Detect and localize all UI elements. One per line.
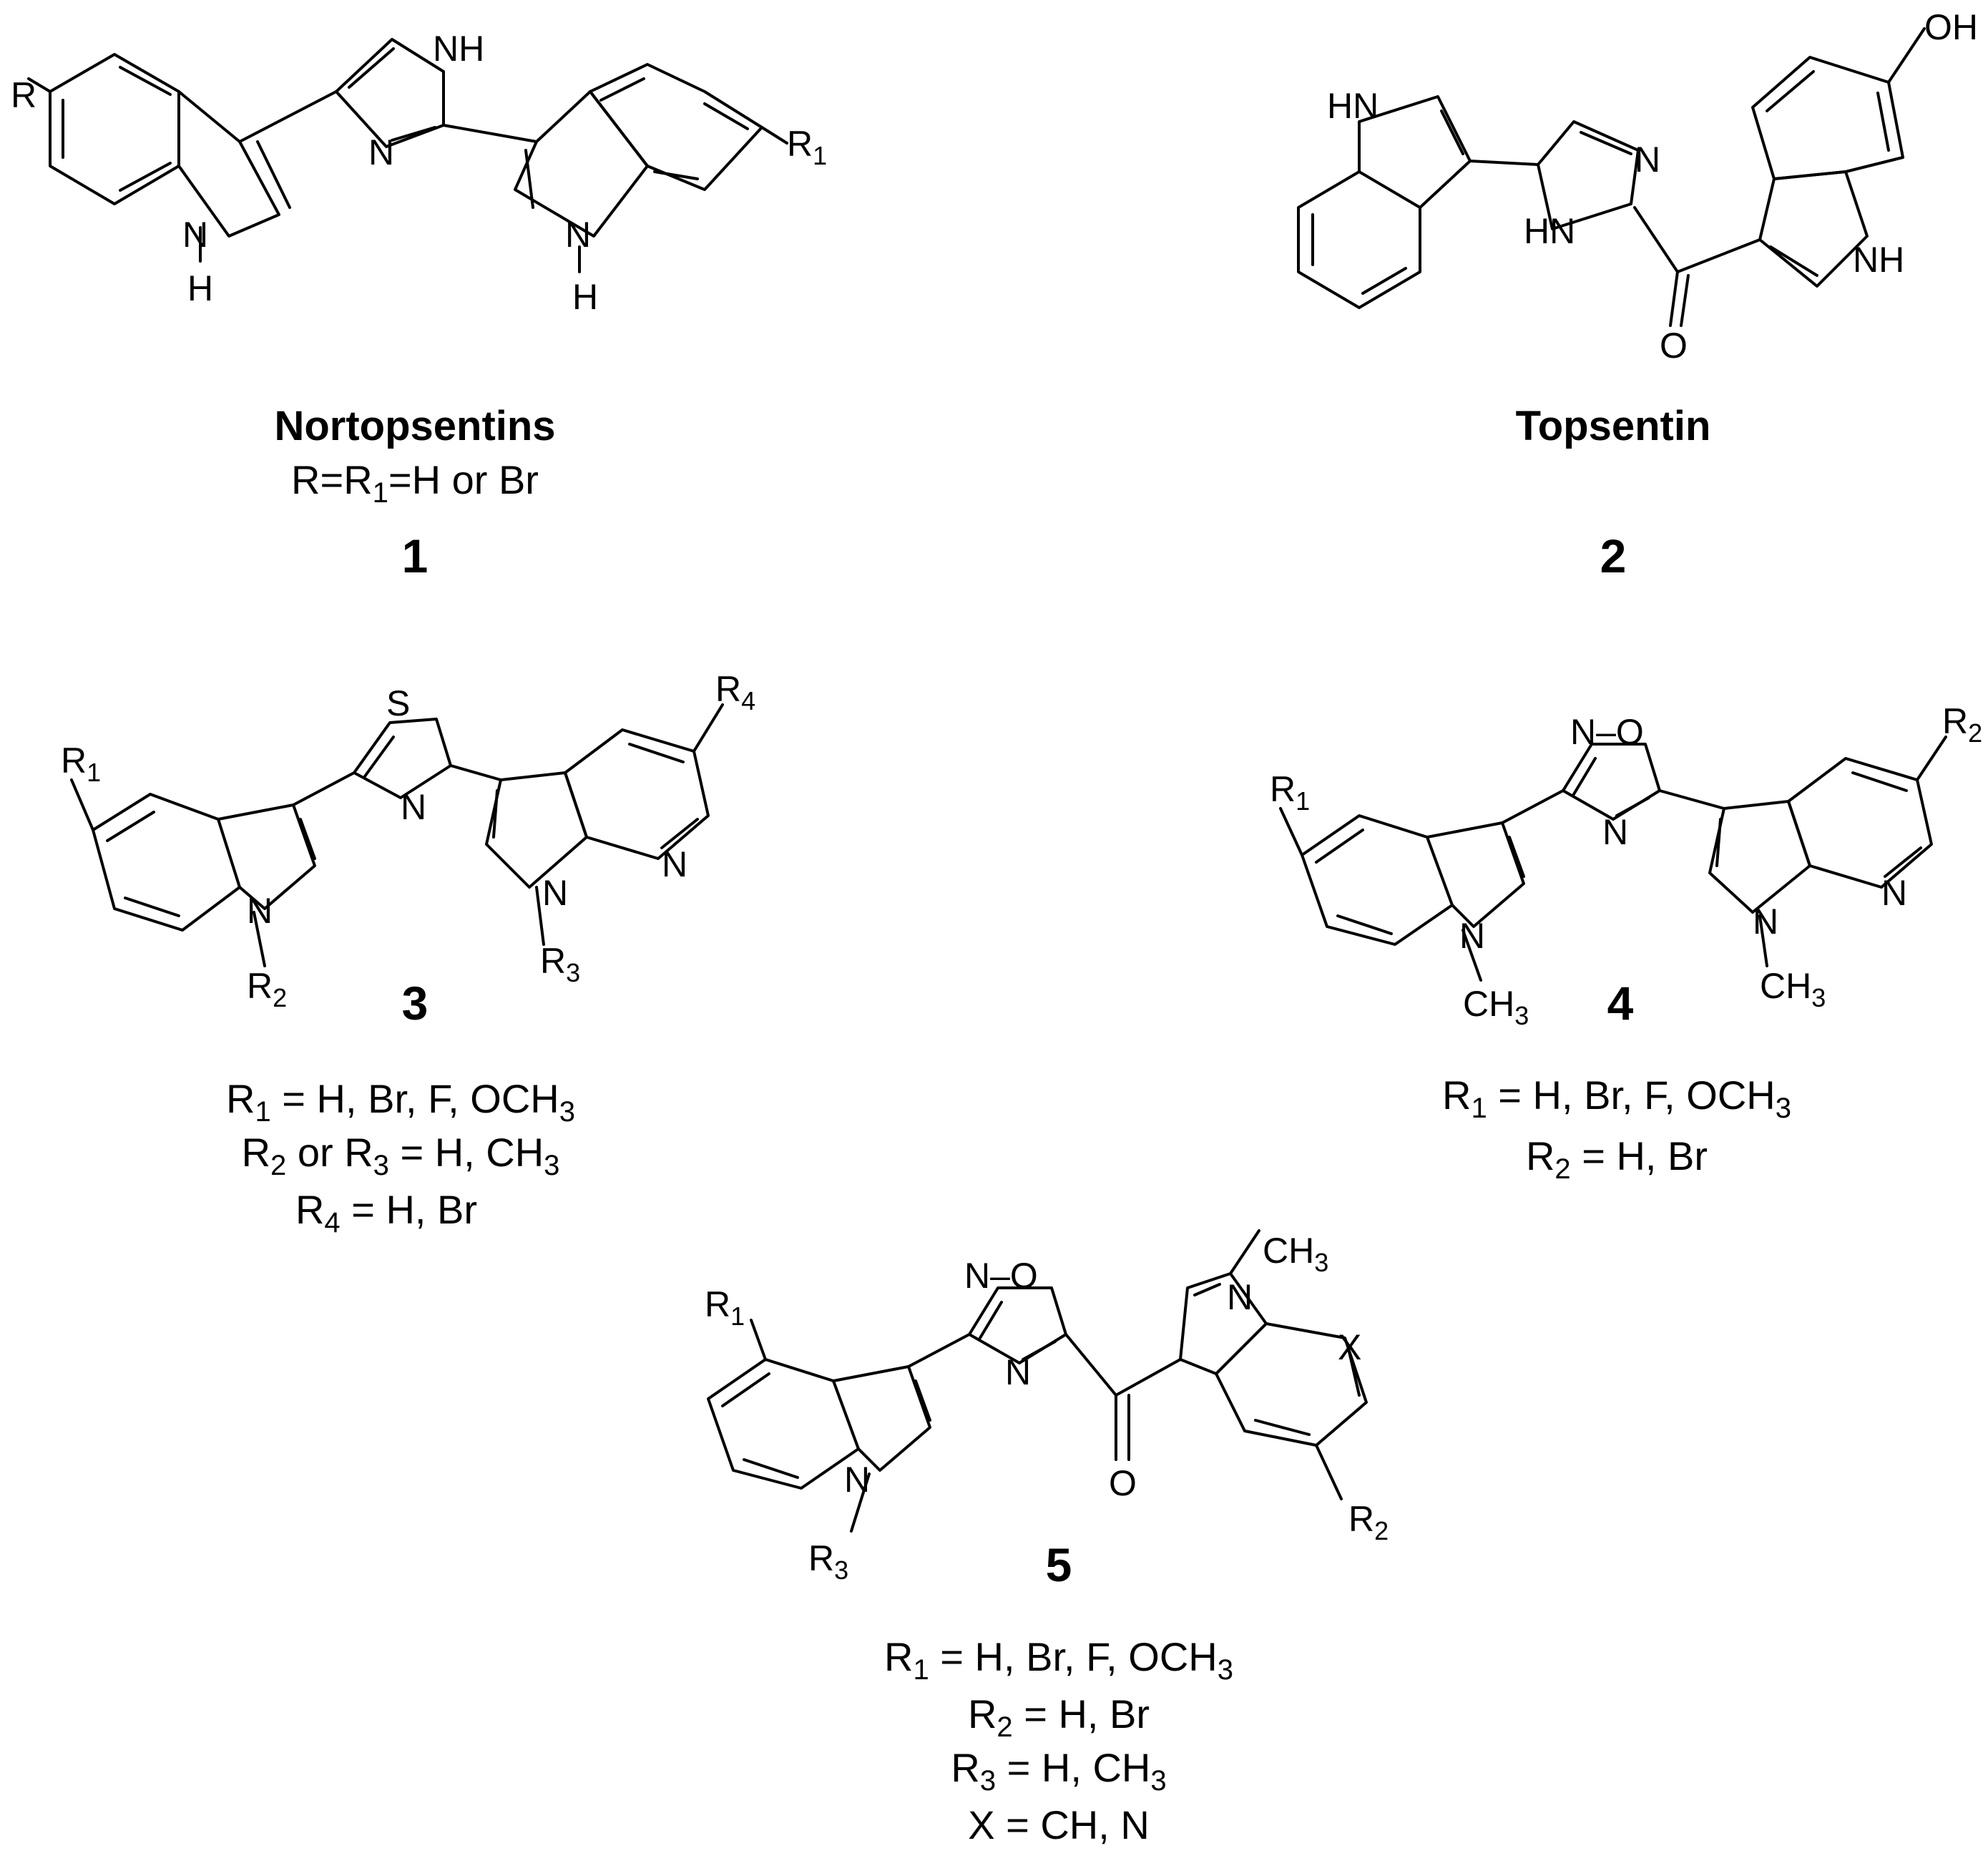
c4-atom-r2: R2 [1942,701,1982,748]
compound-3-atoms: R1 S R4 N N N N R2 R3 [61,669,755,1012]
c5-atom-n-methyl: N [1227,1277,1253,1317]
c1-atom-r1: R1 [787,124,827,170]
c4-atom-n-oxadiazole: N [1602,812,1628,852]
c2-atom-hn2: HN [1524,211,1575,251]
compound-1: R R1 NH N N H N H Nortopsentins R=R1=H o… [11,29,827,582]
c2-atom-o: O [1660,326,1688,366]
c1-atom-h2: H [572,277,598,317]
c3-atom-r3: R3 [540,941,580,987]
c5-atom-n-oxadiazole: N [1005,1352,1031,1392]
c4-atom-n-azaindole: N [1753,902,1778,942]
c1-atom-n1: N [182,215,208,255]
c3-atom-r1: R1 [61,741,101,787]
c1-atom-n2: N [565,215,591,255]
compound-2-bonds [1297,27,1926,327]
c5-atom-x: X [1338,1327,1361,1367]
compound-1-bonds [27,38,788,273]
compound-2-atoms: OH HN N HN O NH [1327,7,1978,366]
c4-atom-r1: R1 [1270,769,1310,816]
c5-atom-r2: R2 [1348,1499,1389,1545]
c4-atom-n-pyridine: N [1881,873,1907,913]
c3-atom-r4: R4 [715,669,755,715]
c3-substituent-2: R4 = H, Br [295,1187,477,1239]
c4-atom-ch3-b: CH3 [1760,966,1826,1012]
c2-atom-n: N [1635,140,1660,180]
c2-atom-hn: HN [1327,86,1379,126]
c4-atom-n-o: N–O [1570,712,1644,752]
c4-atom-ch3-a: CH3 [1463,984,1529,1030]
compound-2: OH HN N HN O NH Topsentin 2 [1297,7,1978,582]
c5-substituent-3: X = CH, N [968,1802,1150,1847]
c5-number: 5 [1046,1538,1072,1591]
c4-number: 4 [1607,977,1634,1030]
c3-substituent-0: R1 = H, Br, F, OCH3 [226,1076,575,1128]
c1-atom-n: N [368,132,394,172]
c5-substituent-1: R2 = H, Br [968,1691,1150,1743]
c4-atom-n-indole: N [1459,916,1485,956]
c1-atom-nh: NH [433,29,484,69]
compound-5-bonds [707,1229,1368,1533]
c1-name: Nortopsentins [274,403,555,449]
c3-atom-n-pyridine: N [662,844,687,884]
c3-atom-n-azaindole: N [542,873,568,913]
c3-atom-n-indole: N [247,891,273,931]
c5-atom-ch3: CH3 [1263,1231,1328,1277]
c5-atom-n-indole: N [844,1460,870,1500]
c2-name: Topsentin [1516,403,1711,449]
c2-atom-oh: OH [1924,7,1978,47]
c3-atom-s: S [386,683,410,723]
c5-substituent-2: R3 = H, CH3 [951,1745,1166,1797]
compound-3: R1 S R4 N N N N R2 R3 3 R1 = H, Br, F, O… [61,669,755,1239]
c2-atom-nh: NH [1853,240,1904,280]
c5-atom-r3: R3 [808,1538,848,1585]
c2-number: 2 [1600,529,1627,582]
compound-4-atoms: R1 N–O N R2 N N N CH3 CH3 [1270,701,1982,1030]
c4-substituent-1: R2 = H, Br [1526,1133,1708,1185]
c5-atom-r1: R1 [705,1284,745,1331]
c3-atom-r2: R2 [247,966,287,1012]
c5-substituent-0: R1 = H, Br, F, OCH3 [884,1634,1233,1686]
compound-5: R1 N–O CH3 N X N N O R2 R3 5 R1 = H, Br,… [705,1229,1389,1847]
c1-number: 1 [402,529,429,582]
compound-4-bonds [1279,736,1947,982]
compound-1-atoms: R R1 NH N N H N H [11,29,827,317]
compound-3-bonds [70,703,724,967]
c3-substituent-1: R2 or R3 = H, CH3 [242,1130,560,1181]
compound-4: R1 N–O N R2 N N N CH3 CH3 4 R1 = H, Br, … [1270,701,1982,1185]
c3-number: 3 [402,977,429,1030]
c1-atom-h1: H [187,268,213,308]
c4-substituent-0: R1 = H, Br, F, OCH3 [1442,1073,1791,1124]
compound-5-atoms: R1 N–O CH3 N X N N O R2 R3 [705,1231,1389,1585]
c1-substituent-0: R=R1=H or Br [291,457,539,509]
c5-atom-o: O [1109,1463,1137,1503]
c1-atom-r: R [11,75,36,115]
c3-atom-n-thiazole: N [401,787,426,827]
c5-atom-n-o: N–O [964,1256,1038,1296]
